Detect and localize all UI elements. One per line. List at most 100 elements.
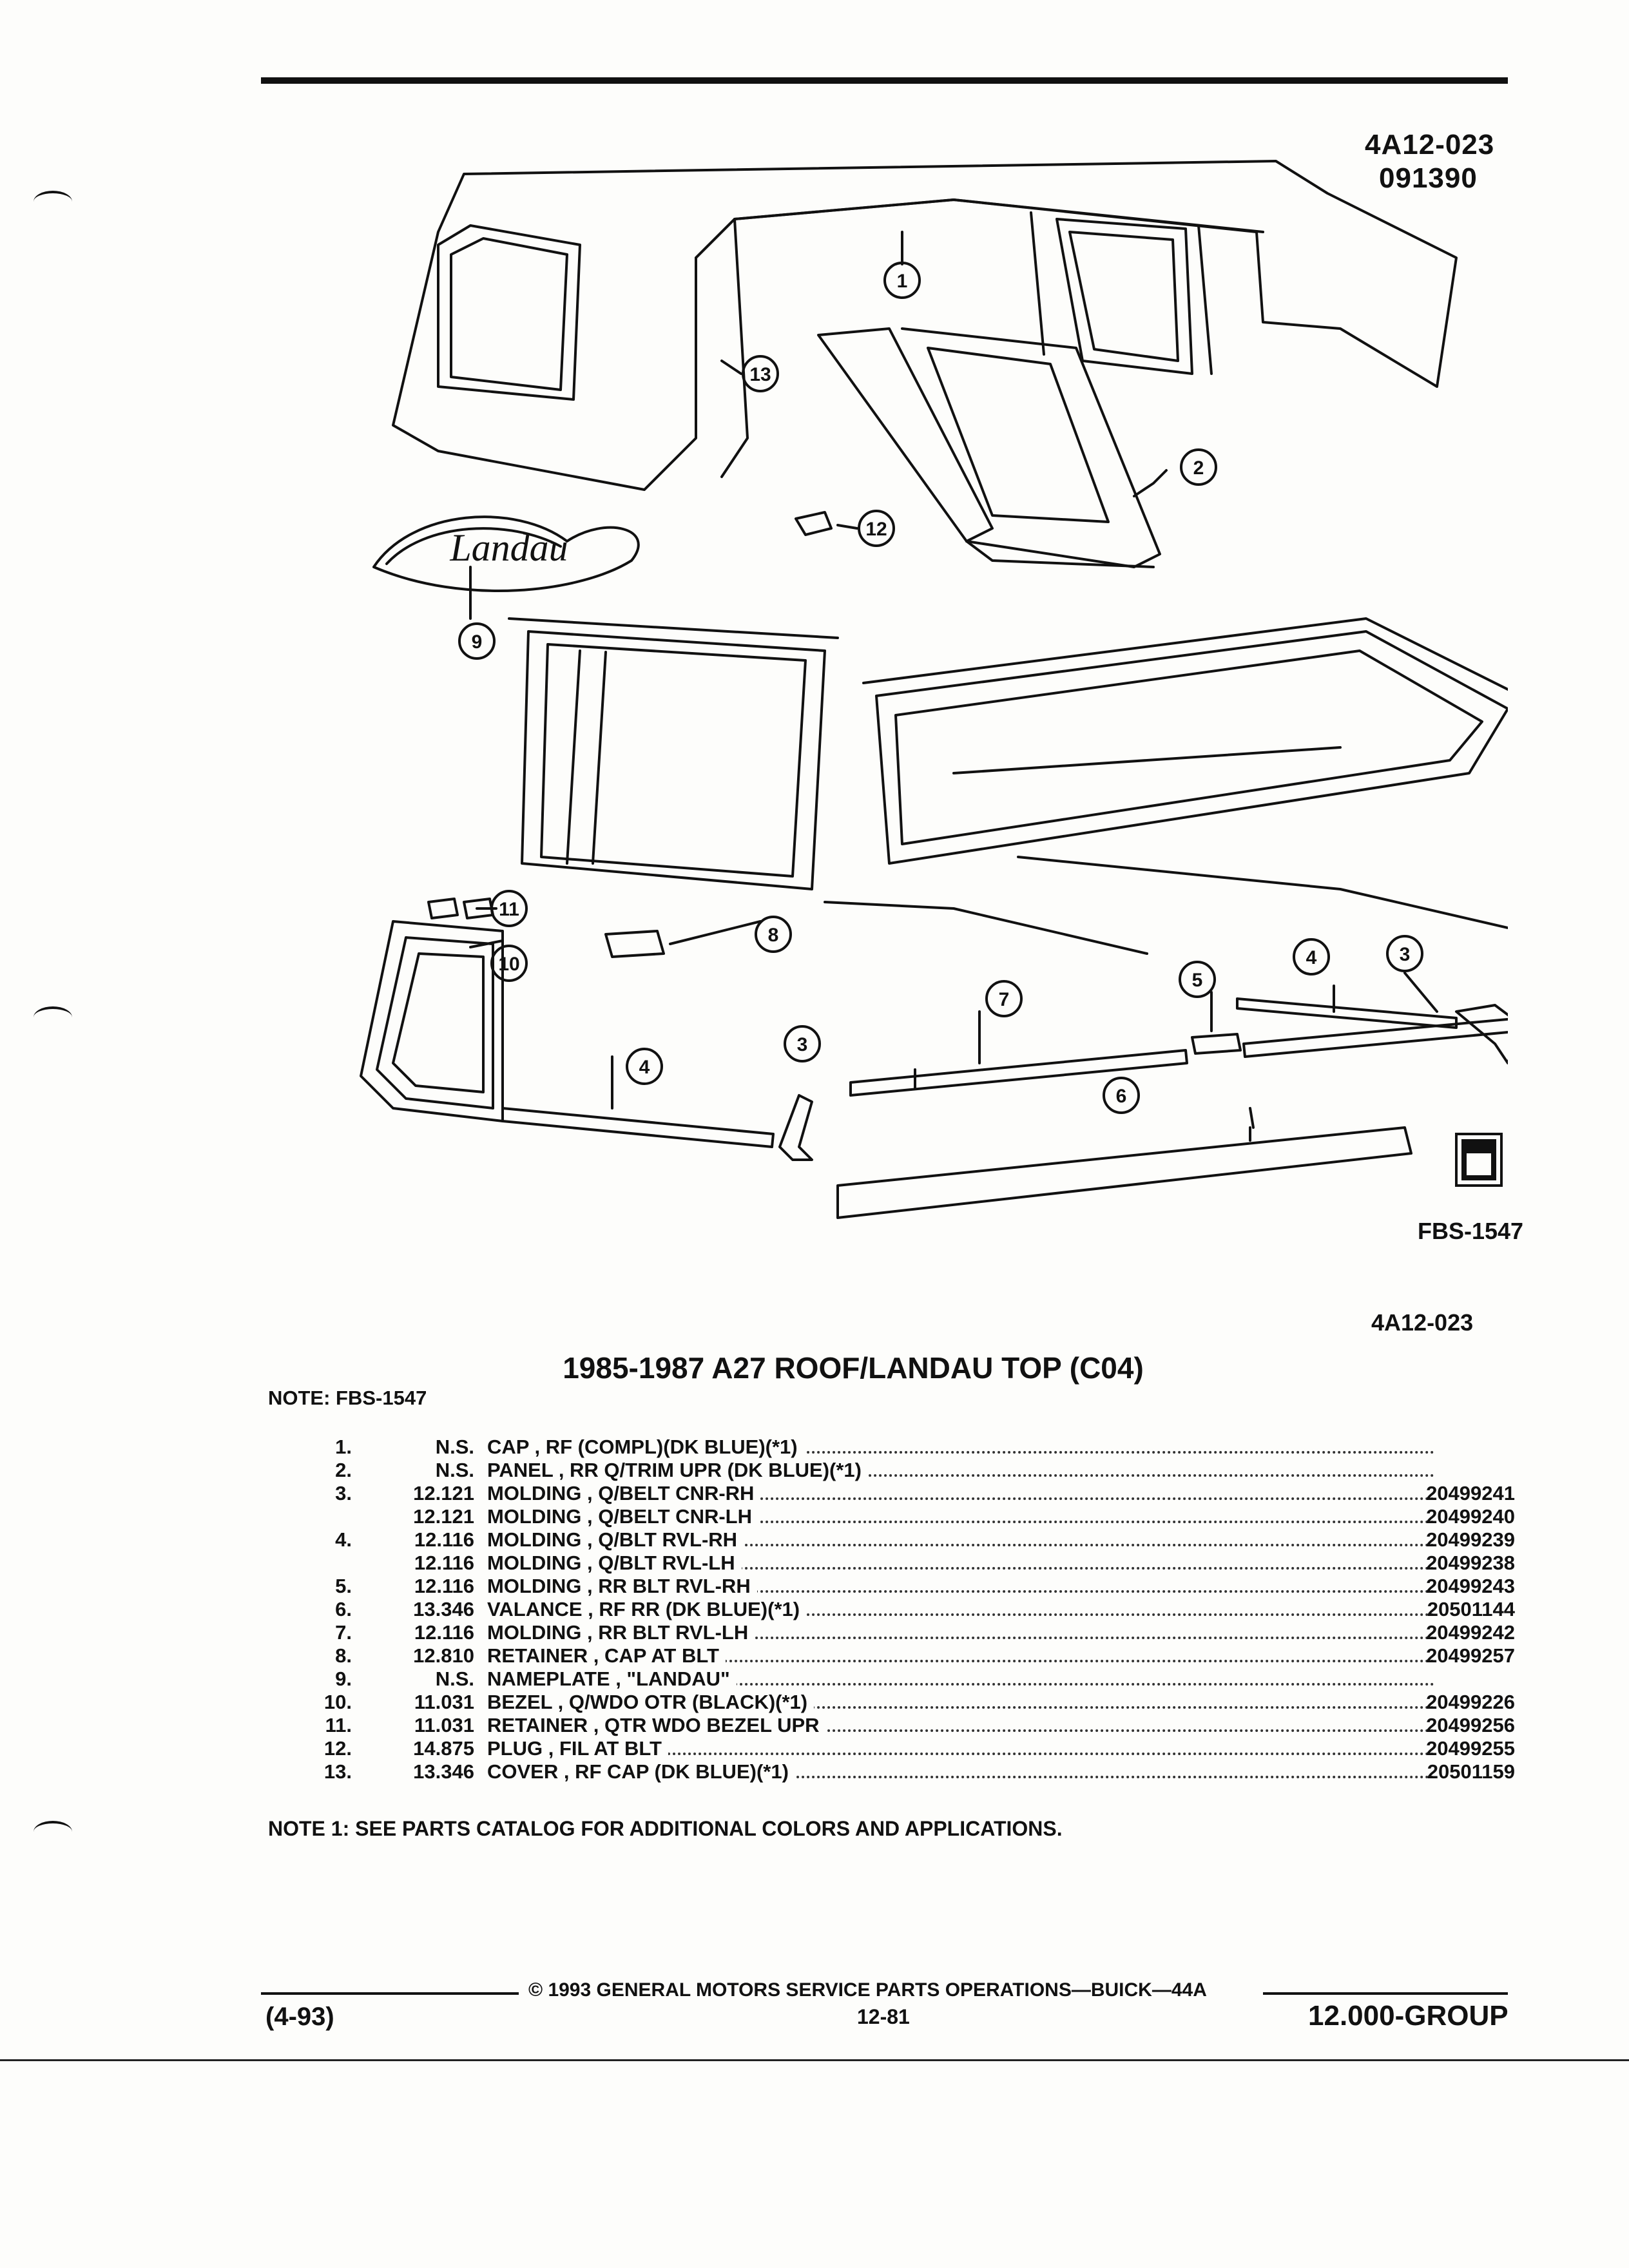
group-number: 12.121	[413, 1505, 474, 1528]
callout-label: 5	[1192, 970, 1203, 991]
parts-row: 1. N.S. CAP , RF (COMPL)(DK BLUE)(*1)	[268, 1436, 1515, 1459]
group-number: 13.346	[413, 1760, 474, 1783]
callout-label: 7	[999, 989, 1010, 1010]
part-description: MOLDING , RR BLT RVL-RH	[487, 1575, 1447, 1598]
callout-label: 8	[768, 925, 779, 946]
part-number: 20499243	[1426, 1575, 1515, 1597]
nameplate-drawing	[372, 515, 640, 592]
part-number: 20499256	[1426, 1714, 1515, 1736]
parts-row: 10. 11.031 BEZEL , Q/WDO OTR (BLACK)(*1)20…	[268, 1691, 1515, 1714]
margin-mark	[34, 1006, 72, 1028]
part-description: BEZEL , Q/WDO OTR (BLACK)(*1)	[487, 1691, 1447, 1714]
callout-circles	[458, 262, 1423, 1114]
part-description: VALANCE , RF RR (DK BLUE)(*1)	[487, 1598, 1447, 1621]
group-number: 13.346	[413, 1598, 474, 1620]
callout-label: 4	[1306, 947, 1317, 968]
part-description: MOLDING , RR BLT RVL-LH	[487, 1621, 1447, 1644]
exploded-diagram: 1 2 3 3 4 4 5 6 7 8 9 10 11 12 13 Landau	[245, 116, 1523, 1224]
parts-list: 1. N.S. CAP , RF (COMPL)(DK BLUE)(*1) 2. N.…	[268, 1436, 1515, 1783]
parts-row: 2. N.S. PANEL , RR Q/TRIM UPR (DK BLUE)(*1…	[268, 1459, 1515, 1482]
gm-spo-stamp	[1455, 1133, 1503, 1187]
callout-label: 13	[749, 364, 771, 385]
group-number: 11.031	[414, 1691, 474, 1713]
part-description: NAMEPLATE , "LANDAU"	[487, 1667, 1447, 1691]
part-number: 20499241	[1426, 1482, 1515, 1504]
part-number: 20499242	[1426, 1621, 1515, 1644]
figure-code: 4A12-023	[1365, 129, 1495, 160]
moldings-drawing	[501, 997, 1523, 1219]
part-description: RETAINER , CAP AT BLT	[487, 1644, 1447, 1667]
part-description: COVER , RF CAP (DK BLUE)(*1)	[487, 1760, 1447, 1783]
callout-label: 3	[797, 1034, 808, 1055]
callout-label: 10	[498, 954, 519, 975]
body-window-drawing	[508, 617, 1522, 955]
item-number: 12.	[323, 1737, 352, 1760]
callout-label: 1	[897, 271, 908, 292]
item-number: 11.	[325, 1714, 352, 1736]
bottom-rule	[0, 2059, 1629, 2061]
cap-retainer-drawing	[604, 930, 665, 958]
nameplate-script: Landau	[449, 526, 568, 569]
note-top: NOTE: FBS-1547	[268, 1387, 427, 1409]
part-number: 20499257	[1426, 1644, 1515, 1667]
figure-code-right: 4A12-023	[1371, 1309, 1474, 1336]
group-number: N.S.	[435, 1667, 474, 1690]
part-description: PANEL , RR Q/TRIM UPR (DK BLUE)(*1)	[487, 1459, 1447, 1482]
group-number: 12.116	[414, 1575, 474, 1597]
item-number: 10.	[323, 1691, 352, 1713]
part-number: 20499226	[1426, 1691, 1515, 1713]
parts-row: 9. N.S. NAMEPLATE , "LANDAU"	[268, 1667, 1515, 1691]
part-description: PLUG , FIL AT BLT	[487, 1737, 1447, 1760]
item-number: 1.	[335, 1436, 352, 1458]
part-description: RETAINER , QTR WDO BEZEL UPR	[487, 1714, 1447, 1737]
group-number: 12.121	[413, 1482, 474, 1504]
rear-panel-drawing	[817, 327, 1161, 568]
top-rule	[261, 77, 1508, 84]
item-number: 6.	[335, 1598, 352, 1620]
callout-label: 9	[472, 631, 483, 653]
item-number: 4.	[335, 1528, 352, 1551]
group-number: 12.116	[414, 1528, 474, 1551]
item-number: 9.	[335, 1667, 352, 1690]
footer-rule	[261, 1992, 519, 1995]
margin-mark	[34, 1821, 72, 1843]
figure-date-code: 091390	[1379, 162, 1478, 194]
plug-drawing	[795, 511, 833, 536]
item-number: 7.	[335, 1621, 352, 1644]
group-number: 12.116	[414, 1552, 474, 1574]
leader-lines	[469, 231, 1438, 1142]
callout-label: 2	[1193, 457, 1204, 479]
group-number: N.S.	[435, 1436, 474, 1458]
group-number: 12.116	[414, 1621, 474, 1644]
margin-mark	[34, 191, 72, 213]
footer-rule	[1263, 1992, 1508, 1995]
bezel-drawing	[360, 920, 504, 1122]
item-number: 3.	[335, 1482, 352, 1504]
item-number: 2.	[335, 1459, 352, 1481]
item-number: 5.	[335, 1575, 352, 1597]
callout-label: 11	[499, 899, 519, 920]
page-title: 1985-1987 A27 ROOF/LANDAU TOP (C04)	[563, 1351, 1144, 1385]
group-number: 12.810	[413, 1644, 474, 1667]
group-number: N.S.	[435, 1459, 474, 1481]
part-number: 20499239	[1426, 1528, 1515, 1551]
group-label: 12.000-GROUP	[1308, 2000, 1509, 2032]
part-description: CAP , RF (COMPL)(DK BLUE)(*1)	[487, 1436, 1447, 1459]
item-number: 8.	[335, 1644, 352, 1667]
part-description: MOLDING , Q/BELT CNR-LH	[487, 1505, 1447, 1528]
diagram-svg: 1 2 3 3 4 4 5 6 7 8 9 10 11 12 13 Landau	[360, 160, 1523, 1219]
part-number: 20501159	[1427, 1760, 1515, 1783]
part-number: 20499238	[1426, 1552, 1515, 1574]
